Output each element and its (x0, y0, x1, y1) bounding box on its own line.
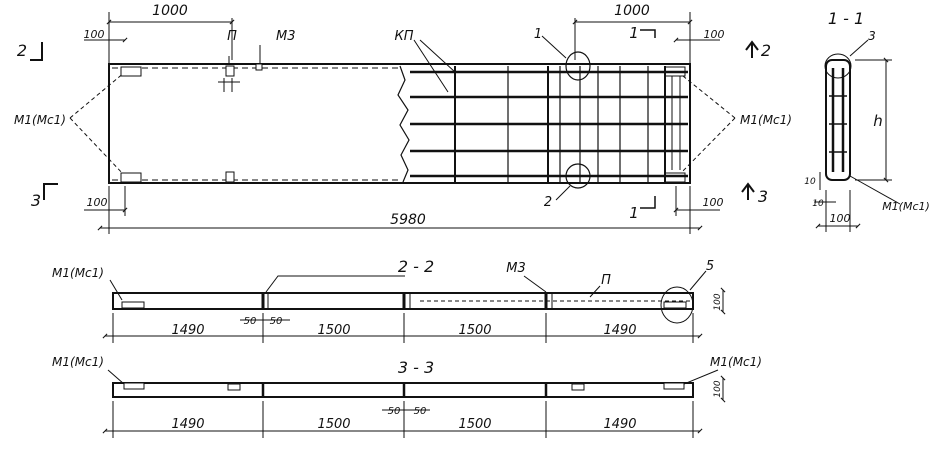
section-2-2-m1-label: М1(Мс1) (52, 266, 104, 280)
section-2-2-p-label: П (601, 273, 611, 288)
callout-leader-2 (555, 185, 571, 201)
section-3-3: 3 - 3 М1(Мс1) М1(Мс1) 100 50 50 1490 150… (52, 355, 762, 438)
section-3-3-plate-right (663, 382, 685, 390)
dim-top-left: 1000 (152, 3, 188, 19)
section-2-2-dim-50-b: 50 (270, 316, 283, 327)
callout-leader-1 (541, 35, 567, 59)
section-2-2-span-2: 1500 (317, 323, 350, 338)
section-3-right-label: 3 (758, 187, 768, 206)
section-2-2-m3-leader (523, 275, 547, 293)
callout-3-label: 3 (868, 29, 876, 43)
plan-outline (108, 63, 691, 184)
dim-top-right: 1000 (614, 3, 650, 19)
m1-leader-left-top (69, 71, 126, 119)
section-2-2-p-leader (589, 285, 601, 298)
label-m1-right: М1(Мс1) (740, 113, 792, 127)
section-3-3-loop-left (227, 383, 241, 391)
callout-leader-3 (849, 39, 869, 57)
loop-symbol (218, 78, 240, 92)
label-kp: КП (394, 29, 413, 44)
callout-circle-2 (565, 163, 591, 189)
section-2-2-span-4: 1490 (603, 323, 636, 338)
section-2-2-span-3: 1500 (458, 323, 491, 338)
callout-circle-5 (660, 286, 694, 324)
dim-small-br: 100 (703, 196, 724, 209)
section-2-2-dim-height: 100 (713, 293, 723, 310)
section-2-2-title-leader (265, 275, 405, 293)
reinforcement-grid (410, 66, 688, 182)
section-1-top-label: 1 (629, 24, 639, 42)
section-marker-3-right (741, 182, 755, 200)
dim-10-b: 10 (812, 199, 824, 209)
section-1-1-outline (825, 59, 851, 181)
section-3-3-dim-50-a: 50 (388, 406, 401, 417)
section-1-1-m1-label: М1(Мс1) (882, 200, 930, 213)
m1-leader-right-bottom (677, 117, 736, 177)
dim-small-tl: 100 (84, 28, 105, 41)
plate-m1-br (664, 172, 686, 183)
section-3-3-span-4: 1490 (603, 417, 636, 432)
section-2-right-label: 2 (761, 41, 771, 60)
section-2-2-span-1: 1490 (171, 323, 204, 338)
section-3-3-m1-leader-right (683, 369, 719, 385)
section-1-1-m1-leader (849, 175, 901, 205)
section-3-3-m1-right-label: М1(Мс1) (710, 355, 762, 369)
section-1-1-title: 1 - 1 (828, 9, 864, 28)
kp-leader (413, 39, 456, 93)
dim-100-s11: 100 (830, 212, 851, 225)
m1-leader-left-bottom (69, 117, 126, 177)
section-2-2-title: 2 - 2 (398, 257, 434, 276)
plate-m1-bl (120, 172, 142, 183)
section-1-1: 1 - 1 3 h 10 10 100 М1(Мс1) (804, 9, 930, 232)
lifting-loop-bottom (225, 171, 235, 183)
section-3-3-span-1: 1490 (171, 417, 204, 432)
section-2-left-label: 2 (17, 41, 27, 60)
dim-small-tr: 100 (704, 28, 725, 41)
callout-5-label: 5 (706, 259, 714, 274)
section-3-left-label: 3 (31, 191, 41, 210)
dim-total: 5980 (390, 212, 426, 228)
callout-circle-3 (824, 53, 852, 79)
section-3-3-plate-left (123, 382, 145, 390)
break-line (397, 65, 410, 183)
section-3-3-span-3: 1500 (458, 417, 491, 432)
plate-m3-plan (255, 63, 263, 71)
plan-view: 1000 1000 100 100 100 100 5980 П М3 КП М… (14, 3, 792, 234)
section-3-3-dim-50-b: 50 (414, 406, 427, 417)
callout-2-label: 2 (544, 195, 552, 210)
section-marker-2-left (30, 42, 43, 61)
section-marker-1-bottom (640, 196, 656, 209)
section-3-3-m1-left-label: М1(Мс1) (52, 355, 104, 369)
plate-m1-tl (120, 66, 142, 77)
section-3-3-title: 3 - 3 (398, 358, 434, 377)
section-3-3-span-2: 1500 (317, 417, 350, 432)
m1-leader-right-top (677, 71, 736, 119)
section-3-3-loop-right (571, 383, 585, 391)
callout-circle-1 (565, 51, 591, 81)
section-marker-2-right (745, 40, 759, 58)
lifting-loop-top (225, 65, 235, 77)
label-m3-plan: М3 (276, 29, 296, 44)
section-1-bottom-label: 1 (629, 204, 639, 222)
section-2-2-plate-left (121, 301, 145, 309)
callout-1-label: 1 (534, 27, 542, 42)
section-marker-1-top (640, 29, 656, 38)
dim-10-a: 10 (804, 177, 816, 187)
section-2-2-m1-leader (109, 279, 123, 301)
label-p-plan: П (227, 29, 237, 44)
section-2-2-plate-right (663, 301, 687, 309)
section-2-2-dim-50-a: 50 (244, 316, 257, 327)
callout-leader-5 (689, 270, 707, 291)
section-3-3-dim-height: 100 (713, 380, 723, 397)
label-h: h (873, 112, 883, 130)
section-3-3-m1-leader-left (107, 369, 125, 385)
section-marker-3-left (43, 183, 58, 200)
section-2-2: 2 - 2 М1(Мс1) М3 П 5 100 50 50 1490 1500… (52, 257, 726, 343)
label-m1-left: М1(Мс1) (14, 113, 66, 127)
section-2-2-m3-label: М3 (506, 261, 526, 276)
dim-small-bl: 100 (87, 196, 108, 209)
